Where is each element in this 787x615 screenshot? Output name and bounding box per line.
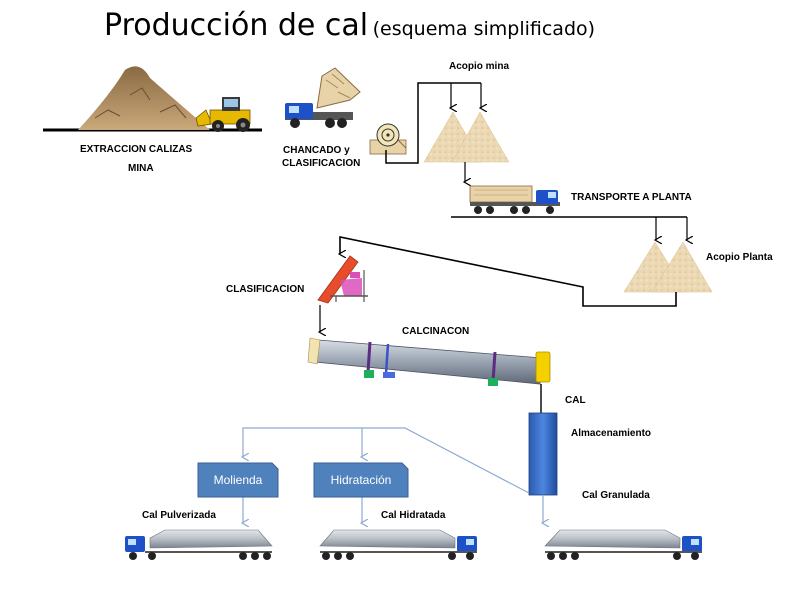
limestone-mound	[78, 66, 210, 130]
bulk-truck-hidratada-icon	[319, 529, 477, 560]
loader-icon	[195, 97, 251, 132]
bulk-truck-pulverizada-icon	[125, 529, 273, 560]
rotary-kiln-icon	[307, 337, 551, 386]
dump-truck-icon	[285, 67, 361, 128]
title-main: Producción de cal	[104, 8, 369, 43]
almacenamiento-silo	[528, 412, 558, 496]
label-chancado-line2: CLASIFICACION	[282, 158, 361, 169]
molienda-box	[197, 462, 279, 498]
label-clasificacion: CLASIFICACION	[226, 284, 305, 295]
distribution-line	[243, 427, 530, 494]
conveyor-to-clasificacion	[340, 236, 677, 307]
label-calcinacion: CALCINACON	[402, 326, 470, 337]
screen-classifier-icon	[317, 255, 368, 304]
label-chancado-line1: CHANCADO y	[283, 145, 350, 156]
label-extraccion-line1: EXTRACCION CALIZAS	[80, 144, 193, 155]
diagram-title: Producción de cal (esquema simplificado)	[104, 8, 595, 43]
label-almacenamiento: Almacenamiento	[571, 428, 652, 439]
molienda-box-label: Molienda	[213, 473, 263, 487]
crusher-icon	[369, 123, 407, 155]
label-acopio-planta: Acopio Planta	[706, 252, 773, 263]
label-acopio-mina: Acopio mina	[449, 61, 510, 72]
acopio-planta-pile	[623, 241, 713, 293]
label-cal-hidratada: Cal Hidratada	[381, 510, 446, 521]
hidratacion-box-label: Hidratación	[330, 473, 392, 487]
bulk-truck-granulada-icon	[544, 529, 702, 560]
label-cal: CAL	[565, 395, 586, 406]
label-transporte: TRANSPORTE A PLANTA	[571, 192, 692, 203]
acopio-mina-pile	[423, 111, 510, 163]
conveyor-to-acopio-mina	[385, 82, 481, 164]
mound-texture	[94, 87, 187, 119]
transport-truck-icon	[469, 185, 560, 214]
label-cal-pulverizada: Cal Pulverizada	[142, 510, 216, 521]
label-extraccion-line2: MINA	[128, 163, 154, 174]
title-sub: (esquema simplificado)	[372, 18, 596, 40]
label-cal-granulada: Cal Granulada	[582, 490, 650, 501]
hidratacion-box	[313, 462, 409, 498]
